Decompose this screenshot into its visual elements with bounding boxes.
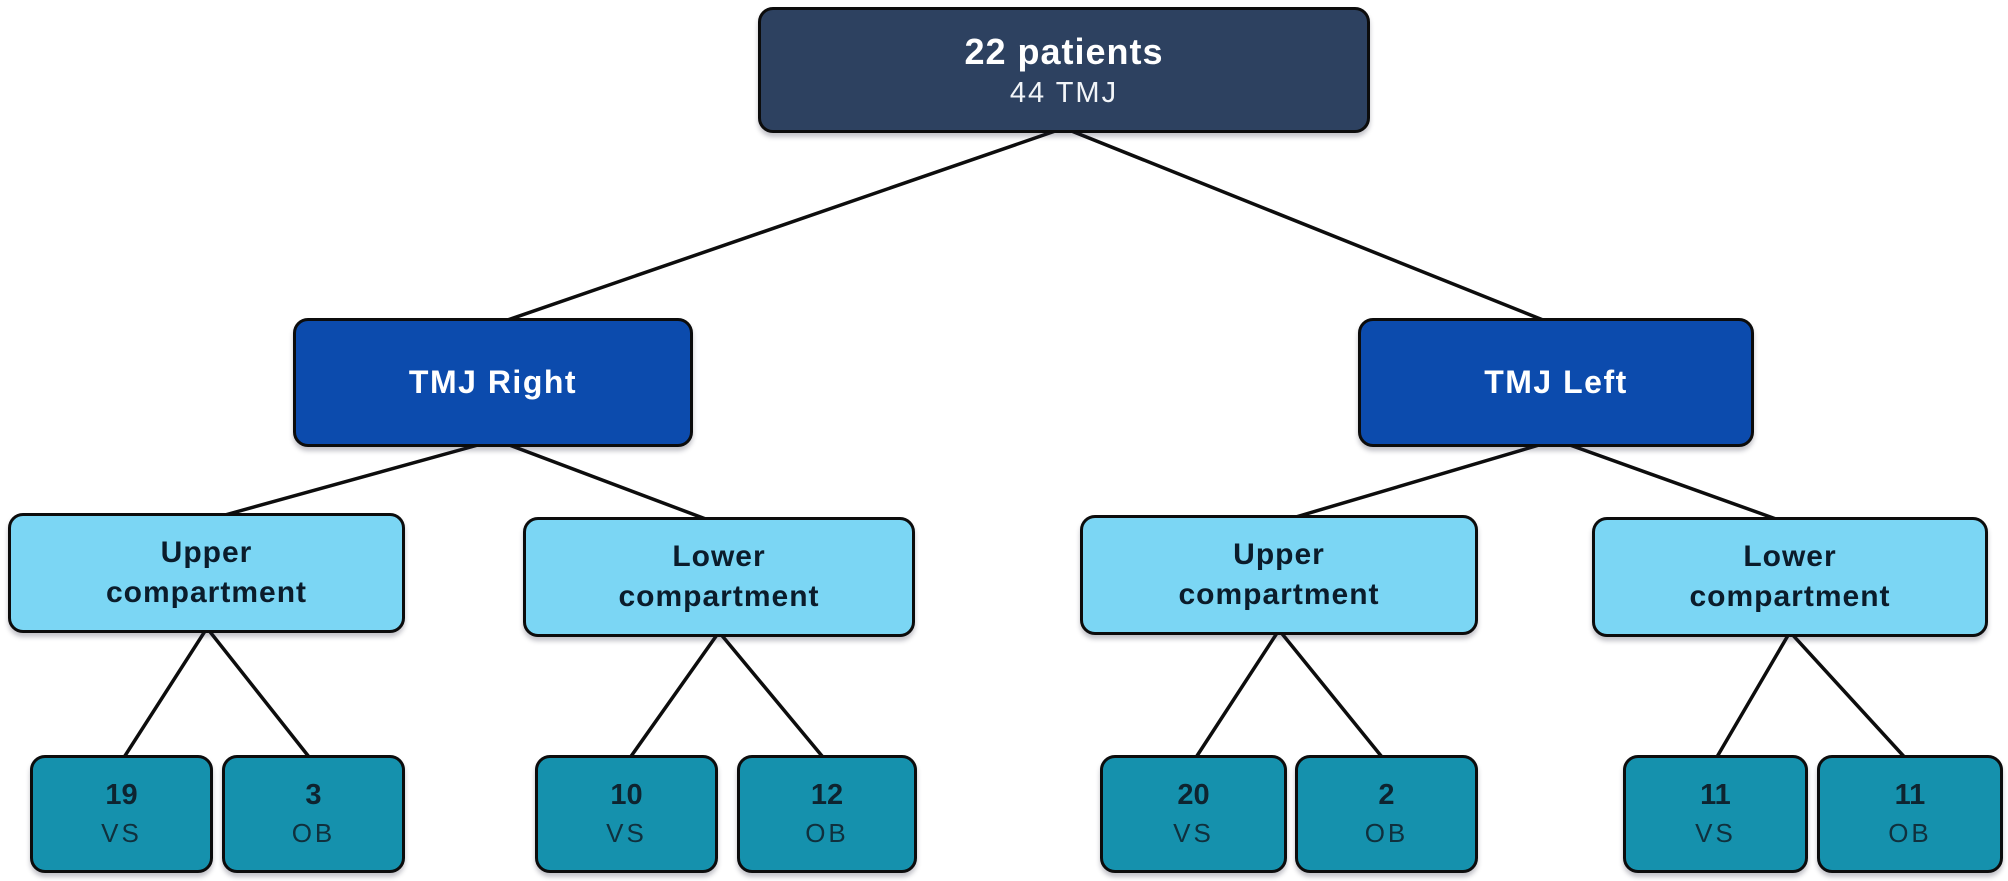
leaf-node-left-lower-ob: 11 OB xyxy=(1817,755,2003,873)
compartment-label: Lower compartment xyxy=(1689,539,1891,614)
leaf-label: OB xyxy=(1364,818,1409,849)
compartment-node-right-upper: Upper compartment xyxy=(8,513,405,633)
leaf-value: 3 xyxy=(305,778,322,811)
leaf-node-right-upper-vs: 19 VS xyxy=(30,755,213,873)
compartment-node-right-lower: Lower compartment xyxy=(523,517,915,637)
leaf-label: VS xyxy=(1173,818,1214,849)
branch-label: TMJ Right xyxy=(408,364,578,400)
branch-label: TMJ Left xyxy=(1484,364,1628,400)
compartment-label: Upper compartment xyxy=(1178,537,1380,612)
leaf-value: 12 xyxy=(810,778,844,811)
compartment-label: Lower compartment xyxy=(618,539,820,614)
leaf-value: 2 xyxy=(1378,778,1395,811)
root-subtitle: 44 TMJ xyxy=(1009,77,1119,110)
leaf-node-right-upper-ob: 3 OB xyxy=(222,755,405,873)
leaf-value: 11 xyxy=(1894,778,1926,811)
leaf-label: VS xyxy=(606,818,647,849)
leaf-label: VS xyxy=(1695,818,1736,849)
leaf-label: OB xyxy=(291,818,336,849)
leaf-node-left-upper-vs: 20 VS xyxy=(1100,755,1287,873)
compartment-label: Upper compartment xyxy=(105,535,308,610)
leaf-label: VS xyxy=(101,818,142,849)
compartment-node-left-lower: Lower compartment xyxy=(1592,517,1988,637)
root-title: 22 patients xyxy=(964,30,1164,72)
leaf-node-left-lower-vs: 11 VS xyxy=(1623,755,1808,873)
leaf-value: 11 xyxy=(1700,778,1731,811)
leaf-value: 10 xyxy=(610,778,643,811)
leaf-label: OB xyxy=(805,818,849,849)
leaf-value: 19 xyxy=(105,778,138,811)
leaf-node-left-upper-ob: 2 OB xyxy=(1295,755,1478,873)
branch-node-tmj-left: TMJ Left xyxy=(1358,318,1754,447)
leaf-node-right-lower-ob: 12 OB xyxy=(737,755,917,873)
branch-node-tmj-right: TMJ Right xyxy=(293,318,693,447)
root-node-patients: 22 patients 44 TMJ xyxy=(758,7,1370,133)
leaf-node-right-lower-vs: 10 VS xyxy=(535,755,718,873)
leaf-label: OB xyxy=(1888,818,1932,849)
leaf-value: 20 xyxy=(1177,778,1210,811)
compartment-node-left-upper: Upper compartment xyxy=(1080,515,1478,635)
